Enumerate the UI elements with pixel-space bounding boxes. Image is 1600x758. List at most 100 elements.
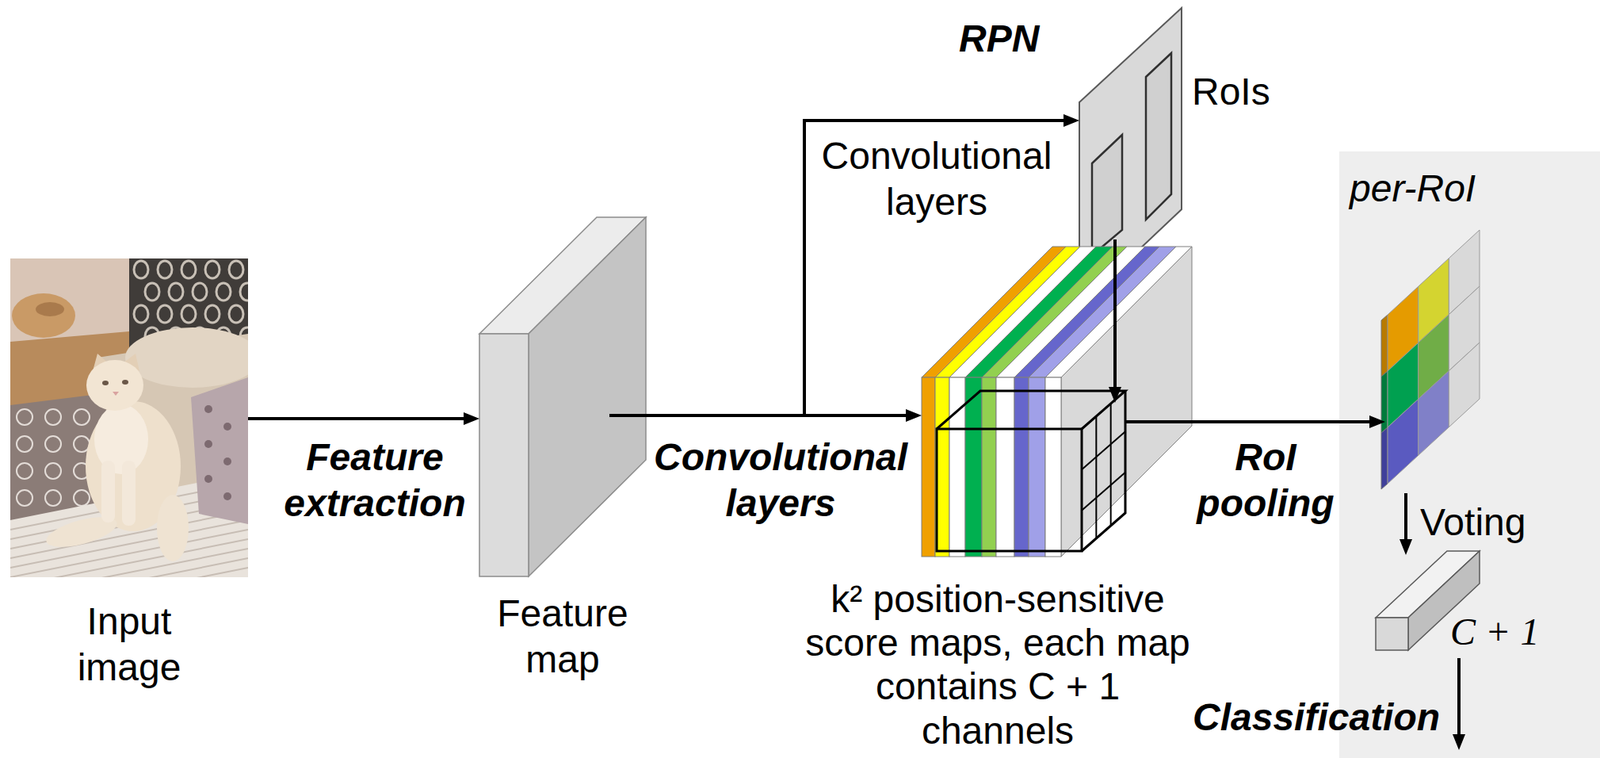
- pooled-cell: [1418, 370, 1450, 456]
- vote-vector: C + 1: [1375, 550, 1480, 650]
- text-holder: per-RoI: [1349, 165, 1524, 212]
- cat-front-leg: [122, 460, 136, 526]
- roi-cube-grid: [1095, 416, 1097, 539]
- photo-cushion-dot: [204, 474, 213, 483]
- score-map-slice: [1045, 377, 1062, 557]
- photo-sofa-arm: [125, 327, 249, 388]
- text-holder: RPN: [958, 15, 1078, 62]
- node-caption: Feature map: [479, 590, 646, 682]
- roi-cube-grid: [1081, 472, 1126, 511]
- edge-label: Convolutional layers: [817, 133, 1056, 225]
- photo-wall: [10, 258, 249, 577]
- photo-curtain-pattern: [157, 260, 172, 279]
- score-map-slice: [1028, 377, 1046, 557]
- edge-label: Convolutional layers: [645, 434, 916, 526]
- pooled-cell-edge: [1381, 427, 1388, 489]
- slab-front: [479, 333, 529, 577]
- step-label: Voting: [1420, 499, 1547, 546]
- text-holder: k² position-sensitive score maps, each m…: [799, 576, 1196, 753]
- per-roi-panel: [1339, 151, 1600, 758]
- photo-beanbag: [11, 293, 76, 338]
- photo-curtain-pattern: [133, 305, 149, 323]
- score-map-slice: [965, 377, 982, 557]
- feature-map-slab-shape: [479, 217, 646, 577]
- photo-rug-pattern: [73, 489, 90, 506]
- photo-cushion-dot: [223, 457, 232, 466]
- roi-cube-grid: [1110, 403, 1112, 526]
- text-holder: Feature map: [479, 590, 646, 682]
- photo-curtain-pattern: [229, 260, 244, 279]
- edge-label: RoI pooling: [1190, 434, 1341, 526]
- roi-cube-side: [1081, 390, 1126, 551]
- pooled-cell-edge: [1381, 370, 1388, 433]
- cat-eye: [102, 380, 109, 386]
- pooled-cell: [1387, 398, 1419, 484]
- photo-rug-pattern: [16, 462, 33, 479]
- cat-head: [86, 359, 144, 411]
- photo-beanbag-fold: [35, 301, 65, 317]
- node-caption: k² position-sensitive score maps, each m…: [799, 576, 1196, 753]
- photo-rug-pattern: [16, 408, 33, 425]
- step-label: Classification: [1192, 694, 1455, 741]
- stage-title: RPN: [958, 15, 1078, 62]
- dimension-label: C + 1: [1450, 608, 1546, 655]
- text-holder: C + 1: [1450, 608, 1546, 655]
- text-holder: Voting: [1420, 499, 1547, 546]
- text-holder: Input image: [49, 598, 209, 690]
- photo-rug-pattern: [45, 489, 62, 506]
- photo-curtain-pattern: [205, 260, 220, 279]
- text-holder: Convolutional layers: [645, 434, 916, 526]
- cat-front-leg: [101, 460, 115, 523]
- score-map-slice: [981, 377, 997, 557]
- slab-side: [528, 217, 646, 577]
- text-holder: Convolutional layers: [817, 133, 1056, 225]
- photo-rug-pattern: [45, 462, 62, 479]
- roi-box: [1145, 53, 1172, 220]
- flow-arrow: [609, 413, 917, 417]
- pooled-cell: [1448, 342, 1480, 428]
- photo-rug-pattern: [73, 435, 90, 452]
- score-map-slice: [921, 377, 936, 557]
- photo-curtain-pattern: [205, 305, 220, 323]
- photo-rug-pattern: [16, 435, 33, 452]
- photo-rug-pattern: [73, 408, 90, 425]
- roi-box: [1092, 134, 1123, 256]
- score-map-top: [1028, 246, 1177, 378]
- photo-curtain-pattern: [240, 282, 249, 301]
- photo-curtain-pattern: [168, 282, 184, 301]
- flow-arrow: [248, 416, 475, 421]
- score-map-stack-shape: [921, 246, 1192, 557]
- node-caption: Input image: [49, 598, 209, 690]
- score-map-slice: [996, 377, 1015, 557]
- photo-blanket-stripe: [10, 538, 249, 577]
- score-map-slice: [949, 377, 966, 557]
- photo-rug-pattern: [16, 489, 33, 506]
- roi-cube-grid: [1081, 431, 1126, 470]
- photo-curtain-pattern: [133, 260, 149, 279]
- node-caption: RoIs: [1191, 68, 1287, 115]
- input-photo-shape: [10, 258, 249, 577]
- pooled-cell-edge: [1381, 314, 1388, 377]
- text-holder: Classification: [1192, 694, 1455, 741]
- per-roi-panel-shape: [1339, 151, 1600, 758]
- photo-blanket-stripe: [10, 548, 249, 577]
- cat-eye: [122, 379, 129, 385]
- photo-cushion-dot: [204, 404, 213, 413]
- score-map-top: [1045, 246, 1192, 378]
- roi-cube-front: [936, 428, 1082, 551]
- text-holder: Feature extraction: [271, 434, 478, 526]
- edge-label: Feature extraction: [271, 434, 478, 526]
- photo-curtain-pattern: [181, 260, 196, 279]
- photo-curtain-pattern: [145, 282, 160, 301]
- photo-rug-pattern: [45, 408, 62, 425]
- panel-title: per-RoI: [1349, 165, 1524, 212]
- photo-curtain-pattern: [181, 305, 196, 323]
- text-holder: RoIs: [1191, 68, 1287, 115]
- text-holder: RoI pooling: [1190, 434, 1341, 526]
- per-roi-panel: per-RoI C + 1: [1339, 151, 1600, 758]
- score-map-stack: k² position-sensitive score maps, each m…: [921, 246, 1192, 557]
- photo-blanket-stripe: [10, 567, 249, 577]
- input-photo: Input image: [10, 258, 249, 577]
- photo-rug-pattern: [45, 435, 62, 452]
- photo-curtain-pattern: [229, 305, 244, 323]
